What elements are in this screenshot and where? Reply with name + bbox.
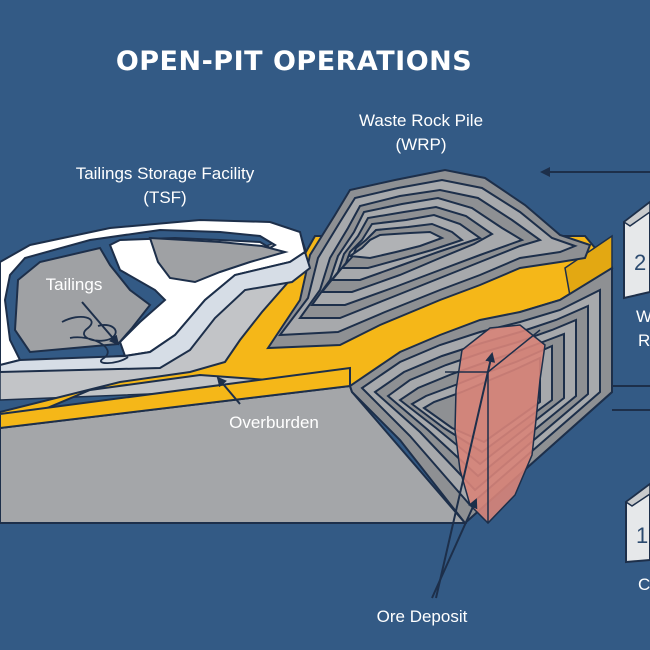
- box-1-caption: C: [638, 575, 650, 594]
- diagram-title: OPEN-PIT OPERATIONS: [116, 46, 472, 77]
- box-1-number: 1: [636, 523, 648, 548]
- tailings-arrow: [81, 301, 120, 346]
- tsf-label: Tailings Storage Facility: [76, 164, 255, 183]
- tailings-label: Tailings: [46, 275, 103, 294]
- waste-rock-pile: [266, 168, 592, 350]
- box-2-number: 2: [634, 250, 646, 275]
- side-panel-box-1: 1: [624, 482, 650, 564]
- tailings-storage-facility: [0, 218, 312, 374]
- waste-rock-pile-abbrev: (WRP): [396, 135, 447, 154]
- overburden-arrow: [216, 376, 241, 405]
- ore-cut-edge-top: [487, 329, 541, 373]
- ore-deposit-body: [454, 324, 546, 525]
- ore-deposit-arrow-2: [435, 352, 496, 599]
- tailings-material: [61, 315, 129, 365]
- side-panel-box-2: 2: [622, 200, 650, 300]
- ore-deposit-label: Ore Deposit: [377, 607, 468, 626]
- box-2-caption-line1: W: [636, 307, 650, 326]
- overburden-label: Overburden: [229, 413, 319, 432]
- box-2-caption-line2: R: [638, 331, 650, 350]
- waste-rock-pile-label: Waste Rock Pile: [359, 111, 483, 130]
- tsf-abbrev: (TSF): [143, 188, 186, 207]
